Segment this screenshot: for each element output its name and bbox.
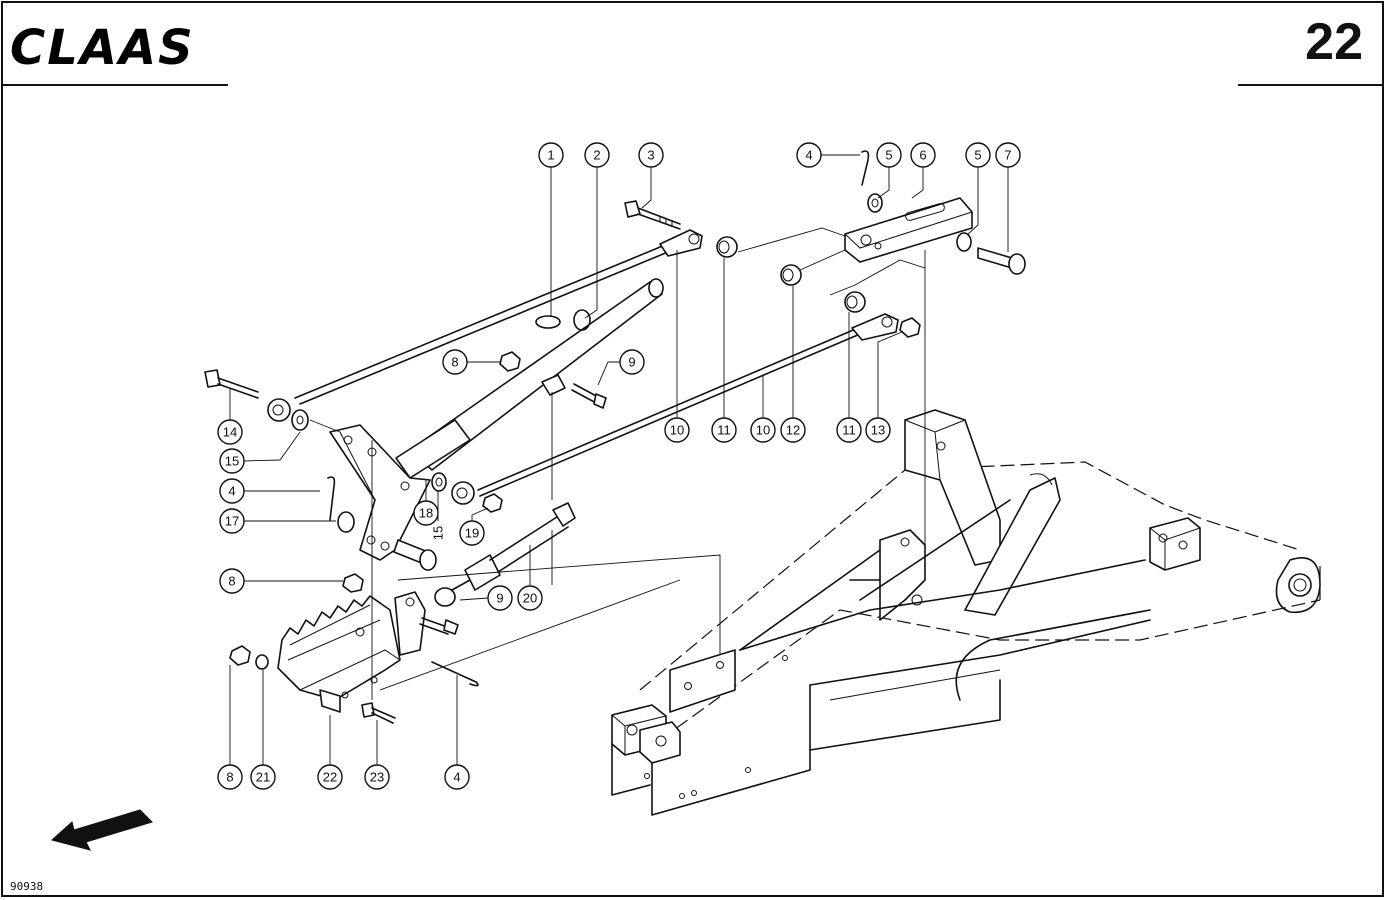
callout-leaders [229, 154, 1009, 765]
callout-4-top: 4 [796, 142, 822, 168]
callout-9-upper: 9 [619, 349, 645, 375]
page-number: 22 [1305, 13, 1363, 71]
svg-text:11: 11 [842, 423, 856, 438]
callout-15-left: 15 [219, 448, 245, 474]
callout-11-left: 11 [711, 417, 737, 443]
callout-13: 13 [865, 417, 891, 443]
direction-arrow-icon [50, 809, 153, 851]
svg-text:1: 1 [547, 148, 554, 163]
svg-text:23: 23 [370, 770, 384, 785]
bolt-3 [624, 200, 681, 230]
svg-text:21: 21 [256, 770, 270, 785]
washer-15 [291, 409, 447, 492]
callout-7: 7 [995, 142, 1021, 168]
callout-14: 14 [217, 419, 243, 445]
callout-10-right: 10 [750, 417, 776, 443]
svg-text:22: 22 [323, 770, 337, 785]
svg-text:8: 8 [228, 574, 235, 589]
svg-text:18: 18 [419, 506, 433, 521]
callout-4-mid: 4 [219, 478, 245, 504]
svg-text:15: 15 [431, 526, 446, 540]
callout-17: 17 [219, 508, 245, 534]
gas-strut-20 [434, 502, 576, 607]
callout-18: 18 [413, 500, 439, 526]
svg-text:7: 7 [1004, 148, 1011, 163]
callout-20: 20 [517, 585, 543, 611]
svg-text:13: 13 [871, 423, 885, 438]
callout-23: 23 [364, 764, 390, 790]
callout-4-bottom: 4 [444, 764, 470, 790]
callout-1: 1 [538, 142, 564, 168]
figure-code: 90938 [10, 880, 44, 893]
svg-text:2: 2 [593, 148, 600, 163]
svg-text:8: 8 [451, 355, 458, 370]
chassis-frame [611, 409, 1321, 816]
svg-text:12: 12 [786, 423, 800, 438]
callout-3: 3 [638, 142, 664, 168]
callout-5-left: 5 [876, 142, 902, 168]
callout-21: 21 [250, 764, 276, 790]
brand-logo-text: CLAAS [10, 22, 195, 68]
svg-text:17: 17 [225, 514, 239, 529]
svg-text:10: 10 [756, 423, 770, 438]
callout-6: 6 [910, 142, 936, 168]
callout-8-lower: 8 [217, 764, 243, 790]
callout-11-right: 11 [836, 417, 862, 443]
callout-2: 2 [584, 142, 610, 168]
svg-text:9: 9 [496, 591, 503, 606]
callout-8-mid: 8 [219, 568, 245, 594]
header-rule-right [1238, 84, 1384, 86]
header-rule-left [3, 84, 228, 86]
callout-10-left: 10 [664, 417, 690, 443]
svg-text:5: 5 [974, 148, 981, 163]
callout-15-right: 15 [431, 526, 446, 540]
svg-text:4: 4 [228, 484, 235, 499]
svg-text:3: 3 [647, 148, 654, 163]
callout-8-upper: 8 [442, 349, 468, 375]
callout-19: 19 [459, 520, 485, 546]
bolt-14 [204, 369, 259, 399]
svg-text:19: 19 [465, 526, 479, 541]
svg-text:20: 20 [523, 591, 537, 606]
callout-9-lower: 9 [487, 585, 513, 611]
svg-text:6: 6 [919, 148, 926, 163]
svg-text:5: 5 [885, 148, 892, 163]
svg-text:4: 4 [453, 770, 460, 785]
claas-logo: CLAAS [10, 22, 195, 68]
callout-5-right: 5 [965, 142, 991, 168]
svg-text:11: 11 [717, 423, 731, 438]
svg-text:8: 8 [226, 770, 233, 785]
svg-text:9: 9 [628, 355, 635, 370]
assembly-leader-lines [309, 227, 926, 700]
callout-12: 12 [780, 417, 806, 443]
tie-rods [267, 229, 921, 513]
svg-text:4: 4 [805, 148, 812, 163]
svg-text:10: 10 [670, 423, 684, 438]
svg-text:15: 15 [225, 454, 239, 469]
lever-arm-assembly [327, 278, 664, 571]
callout-22: 22 [317, 764, 343, 790]
svg-text:14: 14 [223, 425, 237, 440]
spacer-bushings [716, 236, 866, 313]
ratchet-plate-22 [229, 573, 479, 724]
upper-slotted-bracket [844, 150, 1026, 275]
